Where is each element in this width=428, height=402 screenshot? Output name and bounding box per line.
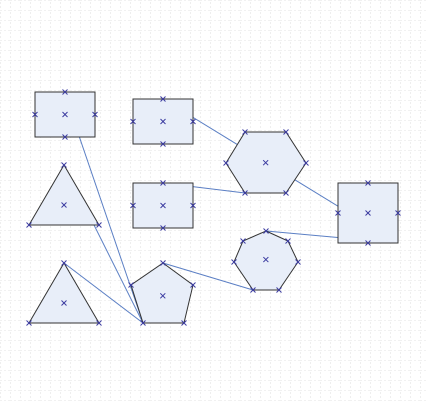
connector-pentagon-1-heptagon-1[interactable] <box>162 262 254 291</box>
hexagon-1-center-marker[interactable] <box>262 159 269 166</box>
heptagon-1-center-marker[interactable] <box>263 256 269 263</box>
rect-3-handle-1[interactable] <box>190 202 196 209</box>
shapes-layer <box>28 91 399 324</box>
pentagon-1-vertex-2[interactable] <box>181 320 187 326</box>
triangle-1-vertex-1[interactable] <box>96 222 102 228</box>
pentagon-1-center-marker[interactable] <box>159 292 166 299</box>
rect-2-handle-2[interactable] <box>160 141 166 147</box>
shape-heptagon-1[interactable] <box>233 230 299 291</box>
rect-2-handle-3[interactable] <box>130 118 136 125</box>
heptagon-1-vertex-0[interactable] <box>263 228 269 234</box>
rect-1-handle-3[interactable] <box>32 111 38 118</box>
heptagon-1-vertex-2[interactable] <box>295 259 301 265</box>
shape-pentagon-1[interactable] <box>130 262 194 324</box>
hexagon-1-vertex-2[interactable] <box>303 160 309 166</box>
rect-1-handle-1[interactable] <box>92 111 98 118</box>
square-1-center-marker[interactable] <box>365 210 371 216</box>
rect-2-handle-1[interactable] <box>190 118 196 125</box>
triangle-1-vertex-2[interactable] <box>26 222 32 228</box>
rect-2-handle-0[interactable] <box>160 96 166 102</box>
rect-3-center-marker[interactable] <box>160 202 166 209</box>
heptagon-1-vertex-5[interactable] <box>231 259 237 265</box>
triangle-2-center-marker[interactable] <box>61 300 67 306</box>
triangle-1-vertex-0[interactable] <box>61 162 67 168</box>
square-1-handle-1[interactable] <box>395 210 401 216</box>
rect-1-handle-2[interactable] <box>62 134 68 140</box>
pentagon-1-vertex-4[interactable] <box>128 282 134 288</box>
pentagon-1-vertex-3[interactable] <box>140 320 146 326</box>
rect-3-handle-2[interactable] <box>160 225 166 231</box>
triangle-2-vertex-0[interactable] <box>61 260 67 266</box>
rect-2-center-marker[interactable] <box>160 118 166 125</box>
square-1-handle-2[interactable] <box>365 240 371 246</box>
shape-triangle-2[interactable] <box>28 262 100 324</box>
heptagon-1-vertex-1[interactable] <box>285 238 291 244</box>
hexagon-1-vertex-3[interactable] <box>283 190 289 196</box>
triangle-1-center-marker[interactable] <box>61 202 67 208</box>
connector-triangle-2-pentagon-1[interactable] <box>63 262 144 324</box>
triangle-2-vertex-2[interactable] <box>26 320 32 326</box>
triangle-2-vertex-1[interactable] <box>96 320 102 326</box>
shape-triangle-1[interactable] <box>28 164 100 226</box>
rect-3-handle-3[interactable] <box>130 202 136 209</box>
square-1-handle-0[interactable] <box>365 180 371 186</box>
heptagon-1-vertex-3[interactable] <box>276 287 282 293</box>
markers-layer <box>26 89 401 326</box>
hexagon-1-vertex-4[interactable] <box>242 190 248 196</box>
rect-1-center-marker[interactable] <box>62 111 68 118</box>
pentagon-1-vertex-1[interactable] <box>190 282 196 288</box>
hexagon-1-vertex-5[interactable] <box>223 160 229 166</box>
pentagon-1-vertex-0[interactable] <box>160 260 166 266</box>
hexagon-1-vertex-1[interactable] <box>283 129 289 135</box>
rect-3-handle-0[interactable] <box>160 180 166 186</box>
square-1-handle-3[interactable] <box>335 210 341 216</box>
heptagon-1-vertex-4[interactable] <box>250 287 256 293</box>
rect-1-handle-0[interactable] <box>62 89 68 95</box>
heptagon-1-vertex-6[interactable] <box>240 238 246 244</box>
hexagon-1-vertex-0[interactable] <box>242 129 248 135</box>
